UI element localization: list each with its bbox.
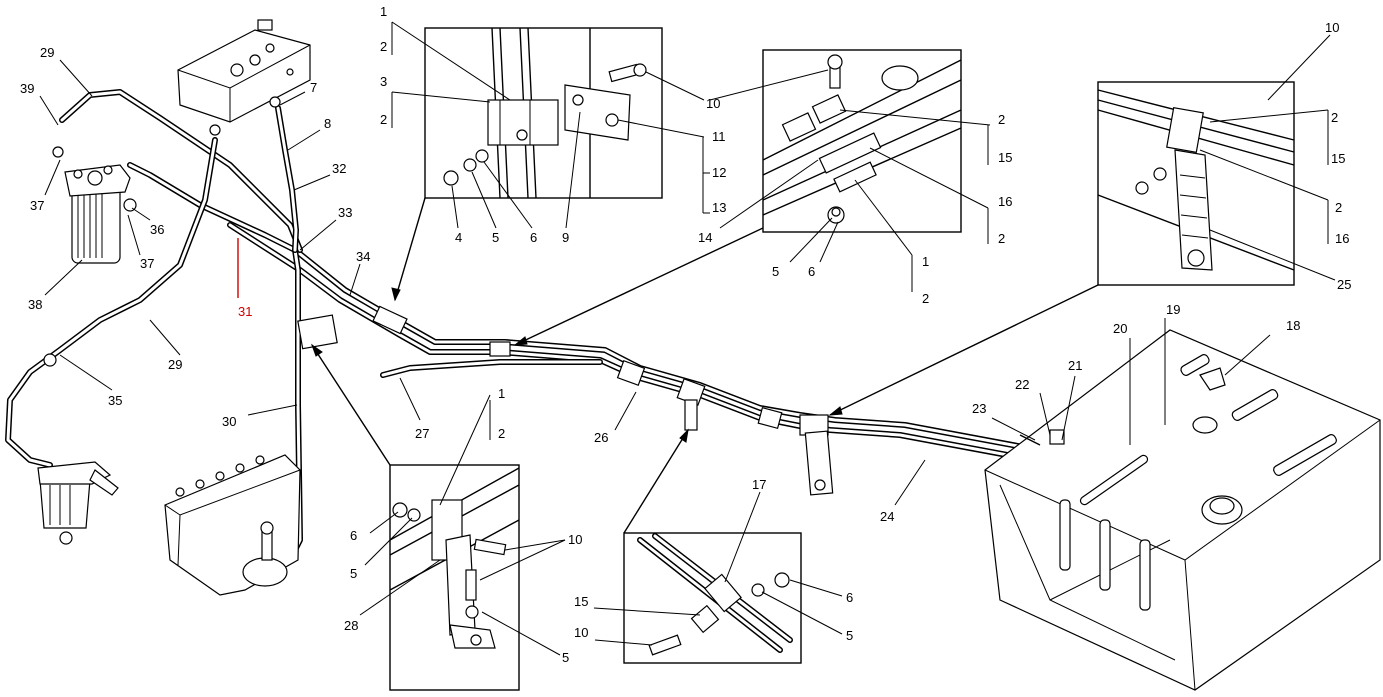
callout-2d: 2: [998, 231, 1005, 246]
callout-2a: 2: [380, 39, 387, 54]
callout-16a: 16: [998, 194, 1012, 209]
callout-1a: 1: [380, 4, 387, 19]
callout-18: 18: [1286, 318, 1300, 333]
callout-20: 20: [1113, 321, 1127, 336]
callout-17: 17: [752, 477, 766, 492]
callout-6a: 6: [530, 230, 537, 245]
callout-19: 19: [1166, 302, 1180, 317]
coarse-filter: [37, 353, 119, 545]
callout-15a: 15: [998, 150, 1012, 165]
callout-21: 21: [1068, 358, 1082, 373]
callout-3: 3: [380, 74, 387, 89]
callout-10b: 10: [1325, 20, 1339, 35]
callout-16b: 16: [1335, 231, 1349, 246]
callout-7: 7: [310, 80, 317, 95]
callout-37b: 37: [140, 256, 154, 271]
engine-block: [164, 454, 301, 596]
callout-10a: 10: [706, 96, 720, 111]
callout-9: 9: [562, 230, 569, 245]
callout-2b: 2: [380, 112, 387, 127]
main-fuel-lines: [5, 89, 1213, 575]
callout-30: 30: [222, 414, 236, 429]
callout-22: 22: [1015, 377, 1029, 392]
callout-labels: 29 39 37 36 37 38 31 29 35 30 7 8 32 33 …: [20, 4, 1351, 665]
callout-8: 8: [324, 116, 331, 131]
callout-31: 31: [238, 304, 252, 319]
callout-14: 14: [698, 230, 712, 245]
callout-6d: 6: [846, 590, 853, 605]
inset-clamp-detail-rail: [513, 49, 962, 346]
callout-13: 13: [712, 200, 726, 215]
callout-37a: 37: [30, 198, 44, 213]
callout-5e: 5: [846, 628, 853, 643]
callout-28: 28: [344, 618, 358, 633]
fine-filter-38: [52, 146, 137, 264]
callout-5c: 5: [350, 566, 357, 581]
callout-12: 12: [712, 165, 726, 180]
inset-clamp-detail-top: [391, 27, 663, 302]
fuel-tank: [984, 329, 1381, 691]
callout-6c: 6: [350, 528, 357, 543]
callout-10d: 10: [574, 625, 588, 640]
callout-29a: 29: [40, 45, 54, 60]
callout-36: 36: [150, 222, 164, 237]
inset-clamp-detail-frame: [310, 343, 520, 691]
callout-33: 33: [338, 205, 352, 220]
callout-29b: 29: [168, 357, 182, 372]
expansion-tank: [177, 19, 311, 136]
callout-10c: 10: [568, 532, 582, 547]
callout-1b: 1: [922, 254, 929, 269]
inset-clamp-detail-tank: [828, 81, 1295, 416]
callout-24: 24: [880, 509, 894, 524]
callout-38: 38: [28, 297, 42, 312]
callout-5d: 5: [562, 650, 569, 665]
callout-15c: 15: [574, 594, 588, 609]
callout-2f: 2: [1331, 110, 1338, 125]
callout-26: 26: [594, 430, 608, 445]
callout-39: 39: [20, 81, 34, 96]
callout-4: 4: [455, 230, 462, 245]
callout-6b: 6: [808, 264, 815, 279]
callout-32: 32: [332, 161, 346, 176]
callout-2e: 2: [922, 291, 929, 306]
callout-27: 27: [415, 426, 429, 441]
callout-34: 34: [356, 249, 370, 264]
callout-5a: 5: [492, 230, 499, 245]
callout-2c: 2: [998, 112, 1005, 127]
callout-23: 23: [972, 401, 986, 416]
callout-15b: 15: [1331, 151, 1345, 166]
leader-lines: [39, 21, 1336, 656]
callout-35: 35: [108, 393, 122, 408]
callout-5b: 5: [772, 264, 779, 279]
callout-11: 11: [712, 129, 726, 144]
callout-1c: 1: [498, 386, 505, 401]
callout-25: 25: [1337, 277, 1351, 292]
inset-clamp-detail-pipes: [623, 428, 802, 664]
callout-2g: 2: [1335, 200, 1342, 215]
callout-2h: 2: [498, 426, 505, 441]
